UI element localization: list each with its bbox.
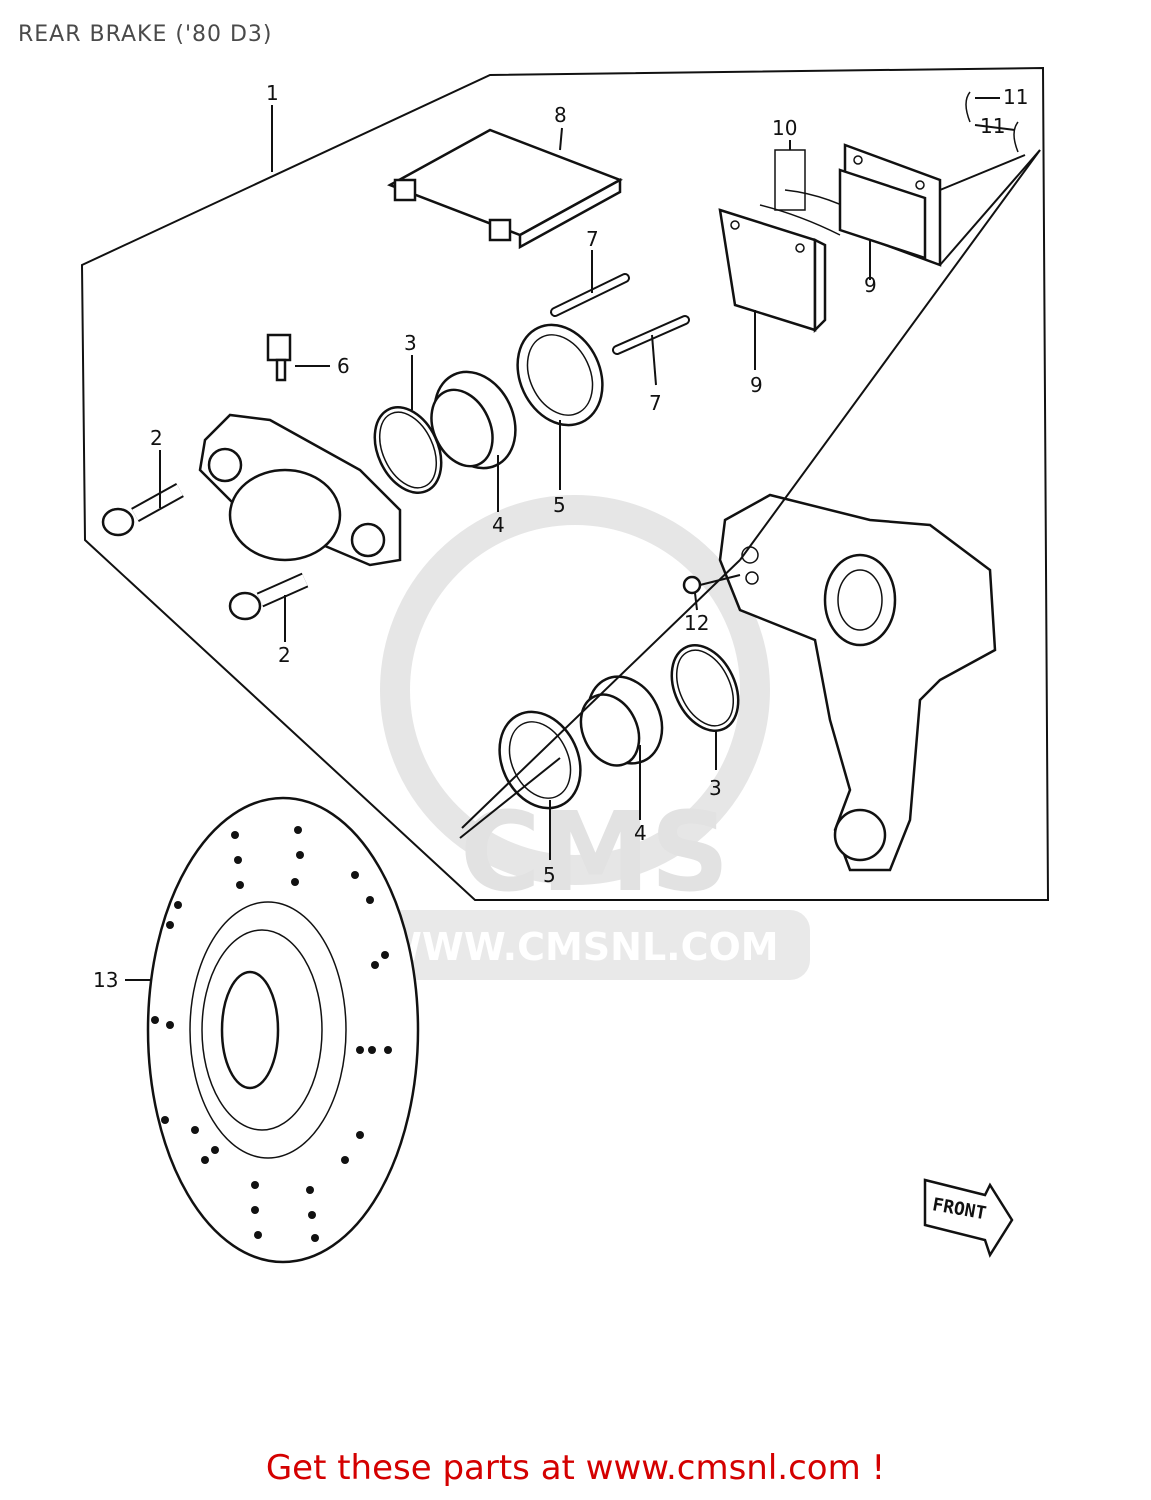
seal-part-3-lower xyxy=(670,644,740,732)
brake-pad-part-9-rear xyxy=(838,143,942,267)
callout-4-upper: 4 xyxy=(492,513,505,537)
callout-10: 10 xyxy=(772,116,797,140)
assembly-outline xyxy=(80,66,1050,901)
page-title: REAR BRAKE ('80 D3) xyxy=(18,22,273,47)
callout-13: 13 xyxy=(93,968,118,992)
pin-part-7-lower xyxy=(612,315,690,355)
dust-seal-part-5-upper xyxy=(516,323,604,427)
callout-6: 6 xyxy=(337,354,350,378)
callout-8: 8 xyxy=(554,103,567,127)
footer-cta-link[interactable]: Get these parts at www.cmsnl.com ! xyxy=(265,1448,886,1488)
callout-5-upper: 5 xyxy=(553,493,566,517)
callout-4-lower: 4 xyxy=(634,821,647,845)
piston-part-4-upper xyxy=(430,370,517,470)
callout-2-upper: 2 xyxy=(150,426,163,450)
nut-part-12 xyxy=(682,575,702,595)
callout-2-lower: 2 xyxy=(278,643,291,667)
bolt-part-2-lower xyxy=(228,572,309,621)
callout-12: 12 xyxy=(684,611,709,635)
bolt-part-2-upper xyxy=(101,483,184,537)
callout-7-upper: 7 xyxy=(586,227,599,251)
caliper-body-left xyxy=(198,413,402,567)
seal-part-3-upper xyxy=(373,406,443,494)
watermark-brand: CMS xyxy=(460,788,729,916)
callout-9-upper: 9 xyxy=(864,273,877,297)
callout-7-lower: 7 xyxy=(649,391,662,415)
callout-1: 1 xyxy=(266,81,279,105)
watermark: CMS WWW.CMSNL.COM xyxy=(370,495,810,980)
clip-part-11 xyxy=(965,91,1019,153)
bleed-valve-part-6 xyxy=(266,333,292,382)
watermark-url: WWW.CMSNL.COM xyxy=(380,925,779,969)
callout-11-bottom: 11 xyxy=(980,114,1005,138)
pad-spring-part-8 xyxy=(387,128,623,250)
dust-seal-part-5-lower xyxy=(498,710,582,810)
front-arrow-icon: FRONT xyxy=(923,1178,1014,1258)
piston-part-4-lower xyxy=(579,675,664,767)
brake-pad-part-9-front xyxy=(718,208,827,334)
pin-part-7-upper xyxy=(550,273,630,317)
callout-3-upper: 3 xyxy=(404,331,417,355)
caliper-holder-right xyxy=(718,493,997,872)
leader-lines xyxy=(125,97,1041,981)
callout-5-lower: 5 xyxy=(543,863,556,887)
callout-labels: 1 2 2 3 3 4 4 5 5 6 7 7 8 9 9 10 11 11 1… xyxy=(93,81,1028,992)
callout-3-lower: 3 xyxy=(709,776,722,800)
brake-disc-part-13 xyxy=(146,796,420,1264)
callout-11-top: 11 xyxy=(1003,85,1028,109)
callout-9-lower: 9 xyxy=(750,373,763,397)
